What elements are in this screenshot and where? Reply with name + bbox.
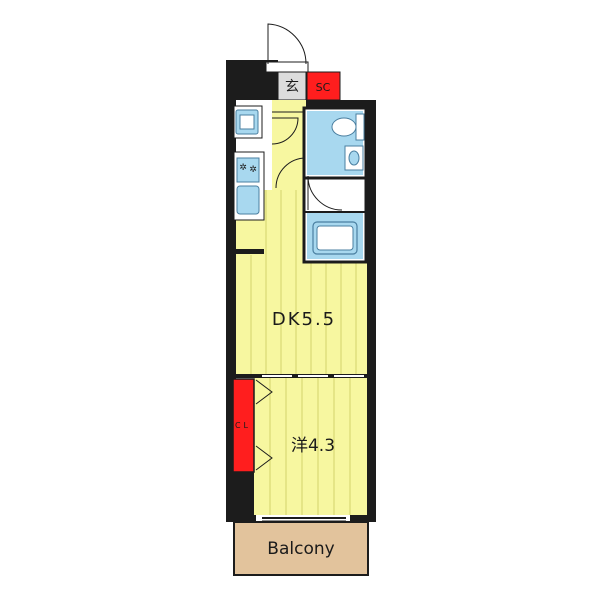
closet-area — [232, 378, 255, 473]
balcony-label: Balcony — [267, 539, 334, 559]
wall-top-right — [305, 100, 376, 108]
western-floor-lines — [269, 378, 351, 515]
dk-label: DK5.5 — [272, 309, 336, 330]
closet-label: CL — [235, 421, 251, 430]
dk-floor-lines — [250, 190, 357, 374]
stove-burner-2: ✲ — [249, 165, 257, 175]
entrance-label: 玄 — [285, 78, 299, 95]
kitchen-sink-icon — [236, 185, 260, 215]
closet-door — [255, 379, 273, 405]
entry-wall — [265, 61, 309, 73]
stove-burner-1: ✲ — [239, 163, 247, 173]
corridor-floor — [272, 100, 306, 152]
western-room-label: 洋4.3 — [291, 436, 335, 456]
toilet-icon — [331, 117, 357, 137]
western-room-floor — [254, 378, 367, 515]
balcony-area — [233, 521, 369, 576]
dk-door-swing — [275, 157, 307, 189]
shoe-closet-label: SC — [316, 81, 331, 94]
wall-bottom-left — [226, 472, 256, 522]
entrance-area — [277, 71, 307, 101]
toilet-door-swing — [307, 175, 343, 211]
wall-right-col — [366, 100, 376, 522]
entry-door-swing — [267, 23, 307, 65]
kitchen-floor-strip — [272, 150, 306, 190]
washroom-door-swing — [271, 117, 299, 145]
shoe-closet — [306, 71, 341, 101]
closet-door-2 — [255, 445, 273, 471]
dk-wall-stub — [236, 249, 264, 254]
wall-left-block — [226, 60, 236, 522]
toilet-tank — [355, 113, 365, 141]
stove-icon — [236, 157, 260, 183]
